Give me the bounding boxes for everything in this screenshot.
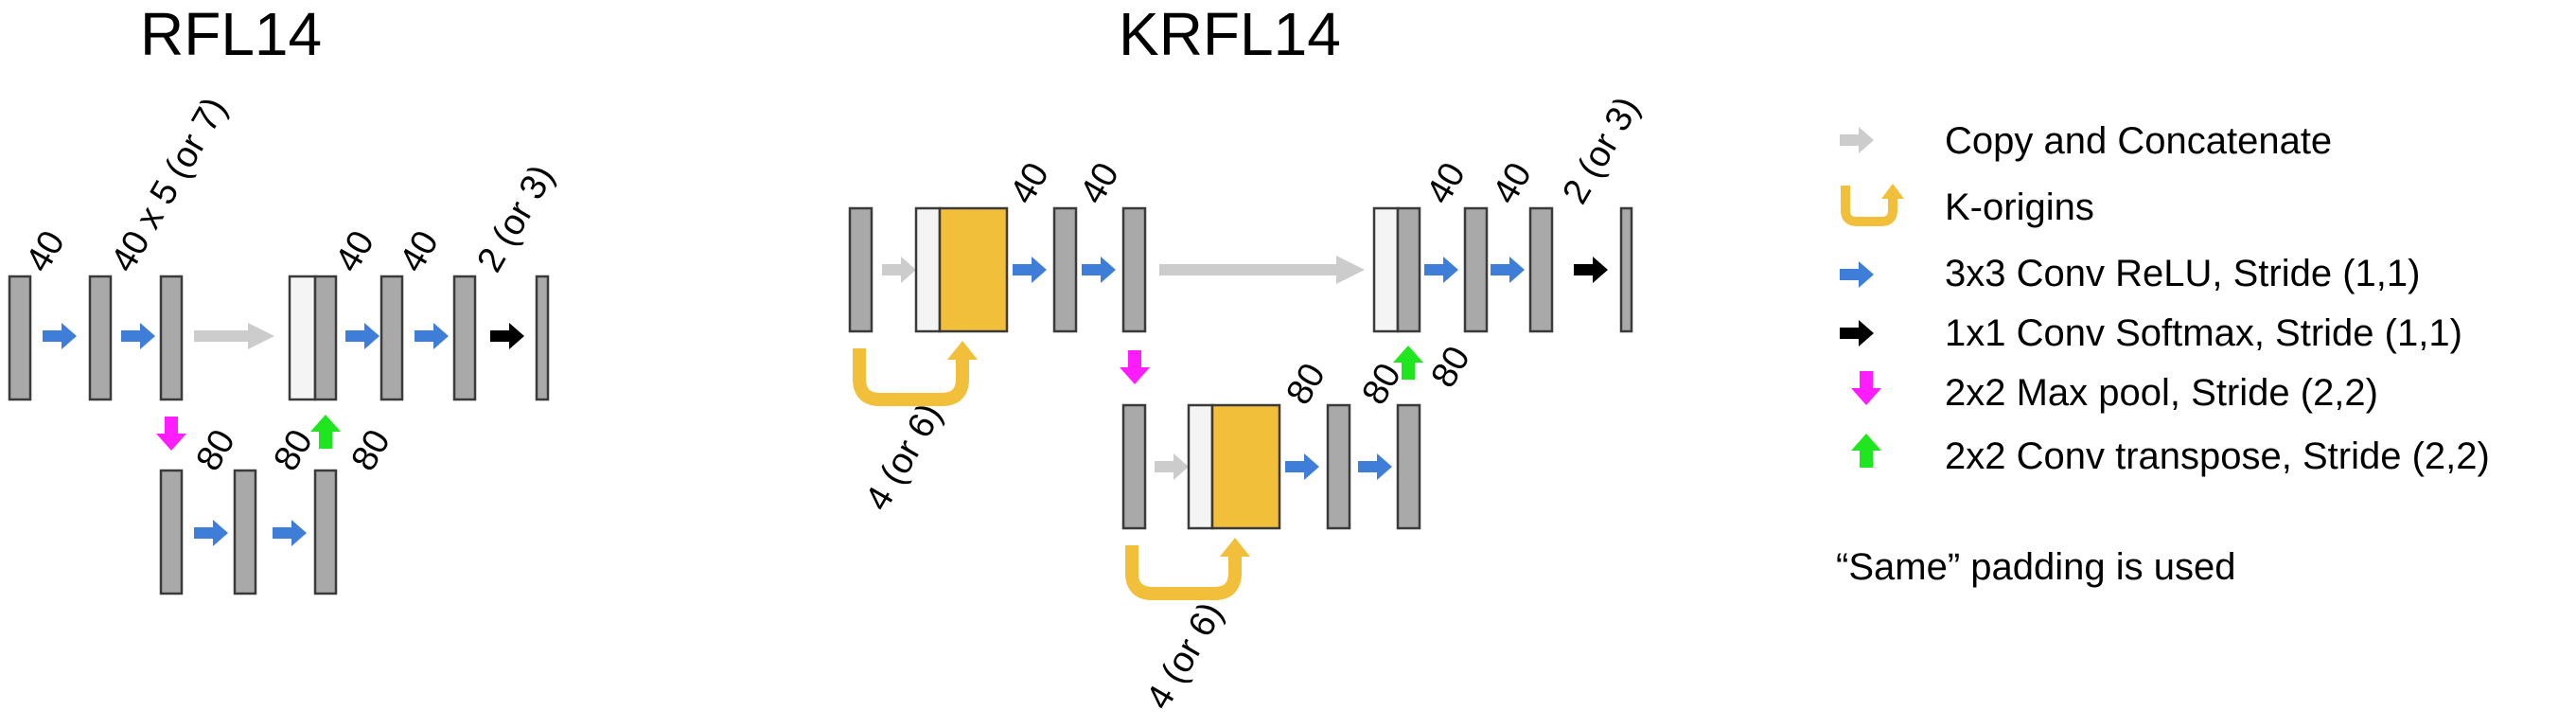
rfl14-channel-label: 80: [344, 423, 398, 478]
magenta-arrow-icon: [1851, 371, 1881, 405]
conv-arrow-icon: [1358, 453, 1392, 480]
k-origins-arrowhead: [1881, 184, 1904, 199]
legend: Copy and Concatenate K-origins 3x3 Conv …: [1836, 120, 2490, 588]
krfl14-channel-label: 40: [1485, 156, 1540, 211]
krfl14-channel-label: 80: [1423, 340, 1478, 395]
conv-arrow-icon: [43, 323, 77, 349]
layer-block: [313, 469, 338, 595]
rfl14-diagram: 40 40 x 5 (or 7) 40 40 2 (or 3) 80 80 80: [8, 91, 562, 595]
legend-label: 3x3 Conv ReLU, Stride (1,1): [1945, 253, 2420, 294]
layer-block: [379, 275, 404, 401]
maxpool-arrow-icon: [156, 417, 186, 451]
conv-arrow-icon: [1285, 453, 1319, 480]
conv-arrow-icon: [345, 323, 379, 349]
green-arrow-icon: [1851, 434, 1881, 468]
rfl14-title: RFL14: [140, 0, 322, 68]
copy-arrow-icon: [194, 323, 274, 349]
rfl14-channel-label: 40 x 5 (or 7): [103, 91, 235, 278]
rfl14-channel-label: 40: [392, 224, 447, 279]
rfl14-channel-label: 40: [18, 224, 73, 279]
krfl14-channel-label: 40: [1419, 156, 1473, 211]
blue-arrow-icon: [1840, 261, 1874, 288]
softmax-arrow-icon: [490, 323, 524, 349]
krfl14-title: KRFL14: [1119, 0, 1341, 68]
k-origins-block: [938, 206, 1009, 333]
rfl14-channel-label: 2 (or 3): [469, 158, 562, 278]
padding-note: “Same” padding is used: [1836, 546, 2235, 588]
softmax-arrow-icon: [1574, 257, 1608, 283]
copy-block: [1372, 206, 1400, 333]
layer-block: [1396, 403, 1421, 530]
legend-label: K-origins: [1945, 186, 2094, 228]
conv-arrow-icon: [1082, 257, 1116, 283]
layer-block: [1396, 206, 1421, 333]
k-origins-icon: [853, 348, 969, 406]
copy-block: [288, 275, 317, 401]
legend-label: 1x1 Conv Softmax, Stride (1,1): [1945, 312, 2462, 354]
legend-label: 2x2 Conv transpose, Stride (2,2): [1945, 435, 2490, 477]
k-origins-label: 4 (or 6): [857, 397, 950, 517]
copy-arrow-icon: [882, 257, 916, 283]
conv-arrow-icon: [1491, 257, 1525, 283]
krfl14-channel-label: 40: [1072, 156, 1127, 211]
layer-block: [1326, 403, 1351, 530]
layer-block: [1121, 403, 1147, 530]
k-origins-arrowhead: [1220, 538, 1250, 557]
rfl14-channel-label: 40: [327, 224, 382, 279]
krfl14-channel-label: 2 (or 3): [1555, 90, 1648, 210]
conv-arrow-icon: [1013, 257, 1047, 283]
layer-block: [1121, 206, 1147, 333]
layer-block: [1619, 206, 1633, 333]
legend-label: Copy and Concatenate: [1945, 120, 2332, 162]
k-origins-block: [1210, 403, 1281, 530]
gray-arrow-icon: [1840, 127, 1874, 153]
k-origins-icon: [1125, 545, 1242, 600]
layer-block: [1528, 206, 1554, 333]
conv-arrow-icon: [1424, 257, 1458, 283]
maxpool-arrow-icon: [1120, 350, 1150, 384]
layer-block: [233, 469, 257, 595]
layer-block: [452, 275, 477, 401]
k-origins-icon: [1841, 186, 1897, 226]
layer-block: [848, 206, 873, 333]
k-origins-arrowhead: [947, 341, 978, 360]
black-arrow-icon: [1840, 320, 1874, 346]
layer-block: [88, 275, 113, 401]
krfl14-channel-label: 40: [1002, 156, 1057, 211]
krfl14-diagram: 4 (or 6) 4 (or 6) 40 40 40 40 2 (or 3) 8…: [848, 90, 1648, 717]
k-origins-label: 4 (or 6): [1138, 595, 1231, 716]
copy-arrow-icon: [1155, 453, 1189, 480]
conv-arrow-icon: [273, 520, 307, 546]
layer-block: [1463, 206, 1489, 333]
conv-arrow-icon: [194, 520, 228, 546]
copy-block: [914, 206, 942, 333]
krfl14-channel-label: 80: [1354, 357, 1409, 412]
conv-arrow-icon: [415, 323, 449, 349]
conv-arrow-icon: [121, 323, 155, 349]
legend-label: 2x2 Max pool, Stride (2,2): [1945, 372, 2378, 414]
krfl14-channel-label: 80: [1279, 357, 1333, 412]
layer-block: [313, 275, 338, 401]
copy-arrow-icon: [1159, 256, 1365, 284]
copy-block: [1187, 403, 1214, 530]
layer-block: [535, 275, 550, 401]
layer-block: [159, 469, 184, 595]
layer-block: [1052, 206, 1078, 333]
layer-block: [8, 275, 32, 401]
layer-block: [159, 275, 184, 401]
